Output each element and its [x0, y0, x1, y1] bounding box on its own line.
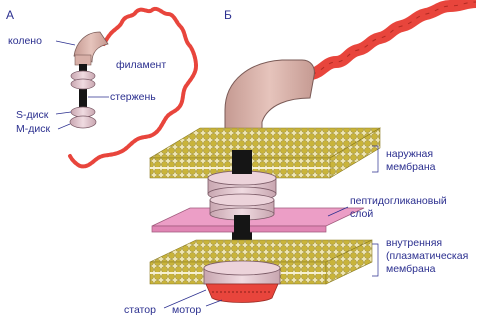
m-disk-a	[70, 116, 96, 128]
label-stator: статор	[124, 304, 156, 316]
label-m-disk: М-диск	[16, 123, 50, 135]
label-inner-membrane-3: мембрана	[386, 263, 436, 275]
label-filament: филамент	[116, 59, 166, 71]
panel-b-letter: Б	[224, 8, 232, 22]
ms-ring-b	[204, 261, 280, 284]
label-inner-membrane-1: внутренняя	[386, 237, 442, 249]
label-outer-membrane-2: мембрана	[386, 161, 436, 173]
bracket-inner	[372, 244, 378, 276]
label-s-disk: S-диск	[16, 109, 49, 121]
hook-base-a	[75, 55, 91, 65]
label-motor: мотор	[172, 304, 201, 316]
label-rod: стержень	[110, 91, 156, 103]
rod-b-top	[232, 158, 252, 174]
label-peptidoglycan-1: пептидогликановый	[350, 195, 447, 207]
p-ring-a	[71, 79, 95, 89]
label-knee: колено	[8, 35, 42, 47]
label-outer-membrane-1: наружная	[386, 148, 433, 160]
outer-membrane	[150, 128, 380, 178]
motor	[206, 284, 278, 303]
panel-b: Б	[124, 2, 476, 316]
panel-a-letter: А	[6, 8, 14, 22]
label-peptidoglycan-2: слой	[350, 208, 373, 220]
panel-a: А колено филамент стержень S-диск М-диск	[6, 8, 196, 166]
filament-b	[312, 2, 476, 74]
label-inner-membrane-2: (плазматическая	[386, 250, 468, 262]
s-disk-a	[71, 107, 95, 117]
